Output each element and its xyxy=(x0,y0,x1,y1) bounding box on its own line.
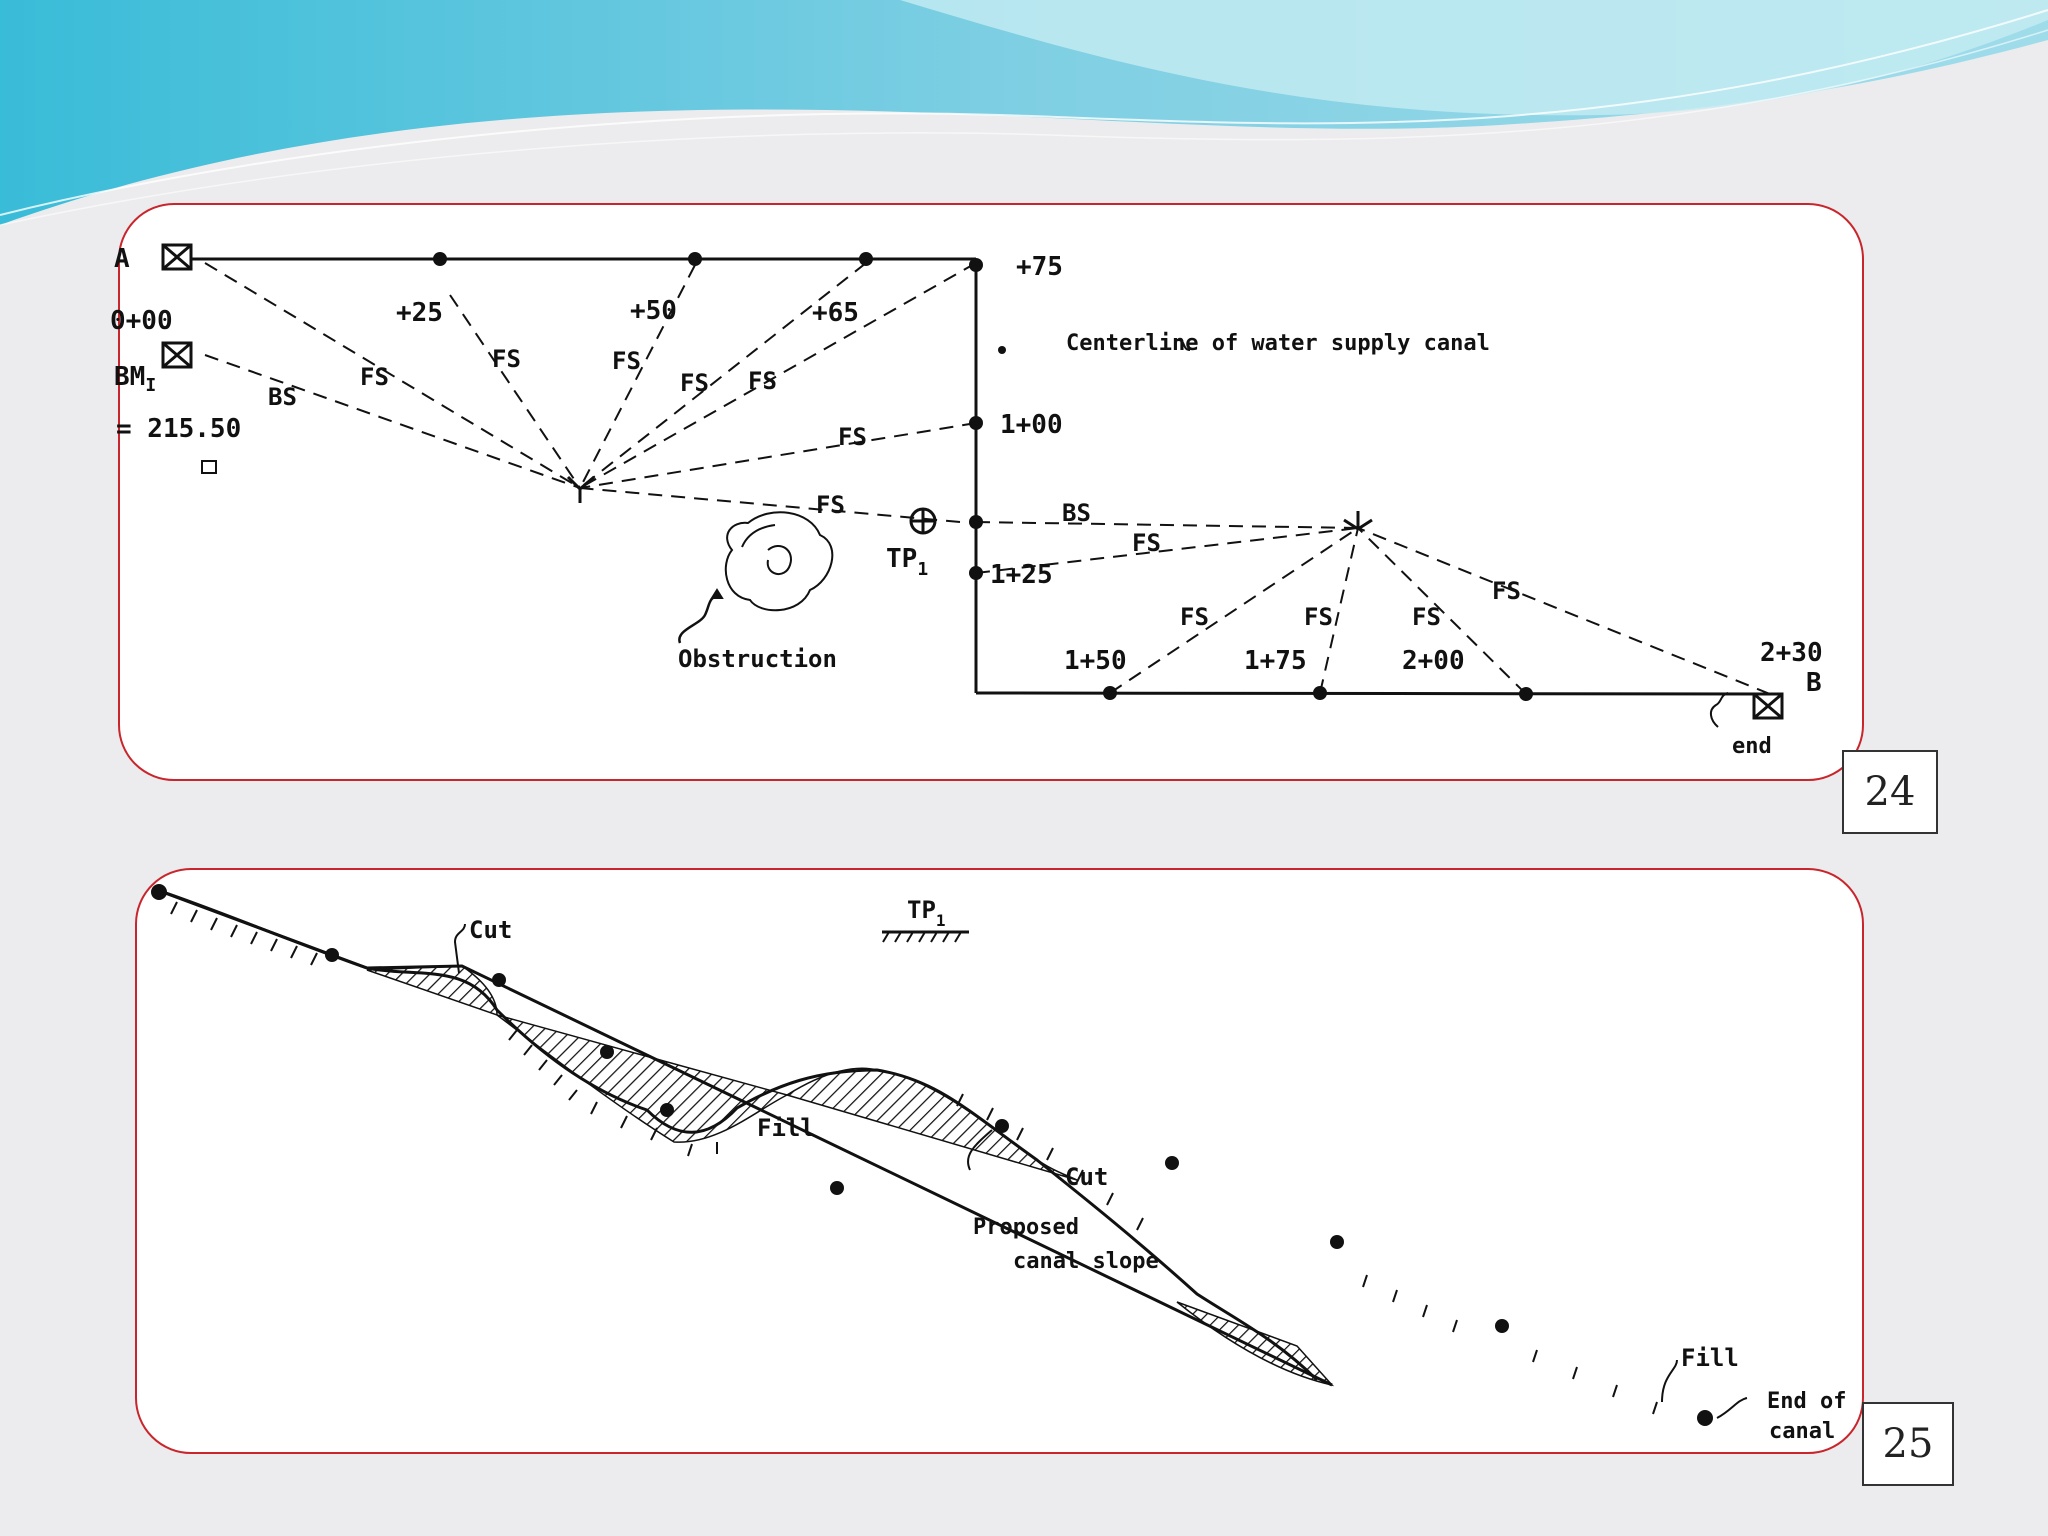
fs-label-12: FS xyxy=(1492,577,1521,605)
fs-label-4: FS xyxy=(680,369,709,397)
plan-view-diagram: A 0+00 BMI = 215.50 +25 +50 +65 +75 Cent… xyxy=(110,243,1823,759)
station-200-label: 2+00 xyxy=(1402,646,1465,676)
profile-view-panel: TP1 Cut Fill Cut Proposed canal slope Fi… xyxy=(135,868,1864,1454)
fs-label-1: FS xyxy=(360,363,389,391)
centerline-label: Centerline of water supply canal xyxy=(1066,331,1490,356)
fs-label-2: FS xyxy=(492,345,521,373)
proposed-label-line2: canal slope xyxy=(1013,1249,1159,1274)
ground-profile-line xyxy=(156,888,1319,1382)
plan-view-panel: A 0+00 BMI = 215.50 +25 +50 +65 +75 Cent… xyxy=(110,203,1864,781)
fs-label-10: FS xyxy=(1304,603,1333,631)
tp1-label: TP1 xyxy=(886,544,928,580)
obstruction-shape xyxy=(678,339,1729,728)
station-125-label: 1+25 xyxy=(990,560,1053,590)
station-65-label: +65 xyxy=(812,298,859,328)
profile-lines xyxy=(156,888,1333,1387)
benchmark-markers xyxy=(161,243,1784,720)
obstruction-label: Obstruction xyxy=(678,645,837,673)
callout-leaders xyxy=(453,923,1748,1419)
point-a-label: A xyxy=(114,244,130,274)
tp1-profile-label: TP1 xyxy=(907,896,946,930)
end-label: end xyxy=(1732,734,1772,759)
bm-label: BMI xyxy=(114,362,156,396)
instrument-setups xyxy=(566,475,1373,531)
station-150-label: 1+50 xyxy=(1064,646,1127,676)
bs-label-2: BS xyxy=(1062,499,1091,527)
fs-label-3: FS xyxy=(612,347,641,375)
station-75-label: +75 xyxy=(1016,252,1063,282)
end-of-canal-line2: canal xyxy=(1769,1419,1835,1444)
cut-fill-areas xyxy=(366,965,1335,1387)
station-start-label: 0+00 xyxy=(110,306,173,336)
station-25-label: +25 xyxy=(396,298,443,328)
bm-elevation-label: = 215.50 xyxy=(116,414,241,444)
point-b-label: B xyxy=(1806,668,1822,698)
header-wave-highlight xyxy=(900,0,2048,116)
station-230-label: 2+30 xyxy=(1760,638,1823,668)
fs-label-5: FS xyxy=(748,367,777,395)
fs-label-7: FS xyxy=(816,491,845,519)
page-number-25: 25 xyxy=(1862,1402,1954,1486)
fs-label-11: FS xyxy=(1412,603,1441,631)
sight-lines xyxy=(204,262,1771,695)
route-line-bottom xyxy=(975,691,1771,696)
small-square xyxy=(201,460,217,474)
fill-label-1: Fill xyxy=(757,1114,815,1142)
proposed-label-line1: Proposed xyxy=(973,1215,1079,1240)
profile-points xyxy=(151,884,1713,1426)
proposed-canal-slope-line xyxy=(156,888,1333,1387)
fs-label-6: FS xyxy=(838,423,867,451)
fs-label-9: FS xyxy=(1180,603,1209,631)
fs-label-8: FS xyxy=(1132,529,1161,557)
tp1-marker xyxy=(909,507,937,535)
bs-label-1: BS xyxy=(268,383,297,411)
page-number-24: 24 xyxy=(1842,750,1938,834)
station-100-label: 1+00 xyxy=(1000,410,1063,440)
ground-hatching xyxy=(170,901,1658,1415)
station-points xyxy=(433,252,1533,701)
cut-label-2: Cut xyxy=(1065,1163,1108,1191)
cut-label-1: Cut xyxy=(469,916,512,944)
station-175-label: 1+75 xyxy=(1244,646,1307,676)
fill-label-2: Fill xyxy=(1681,1344,1739,1372)
end-of-canal-line1: End of xyxy=(1767,1389,1846,1414)
station-50-label: +50 xyxy=(630,296,677,326)
profile-view-diagram: TP1 Cut Fill Cut Proposed canal slope Fi… xyxy=(151,884,1846,1444)
